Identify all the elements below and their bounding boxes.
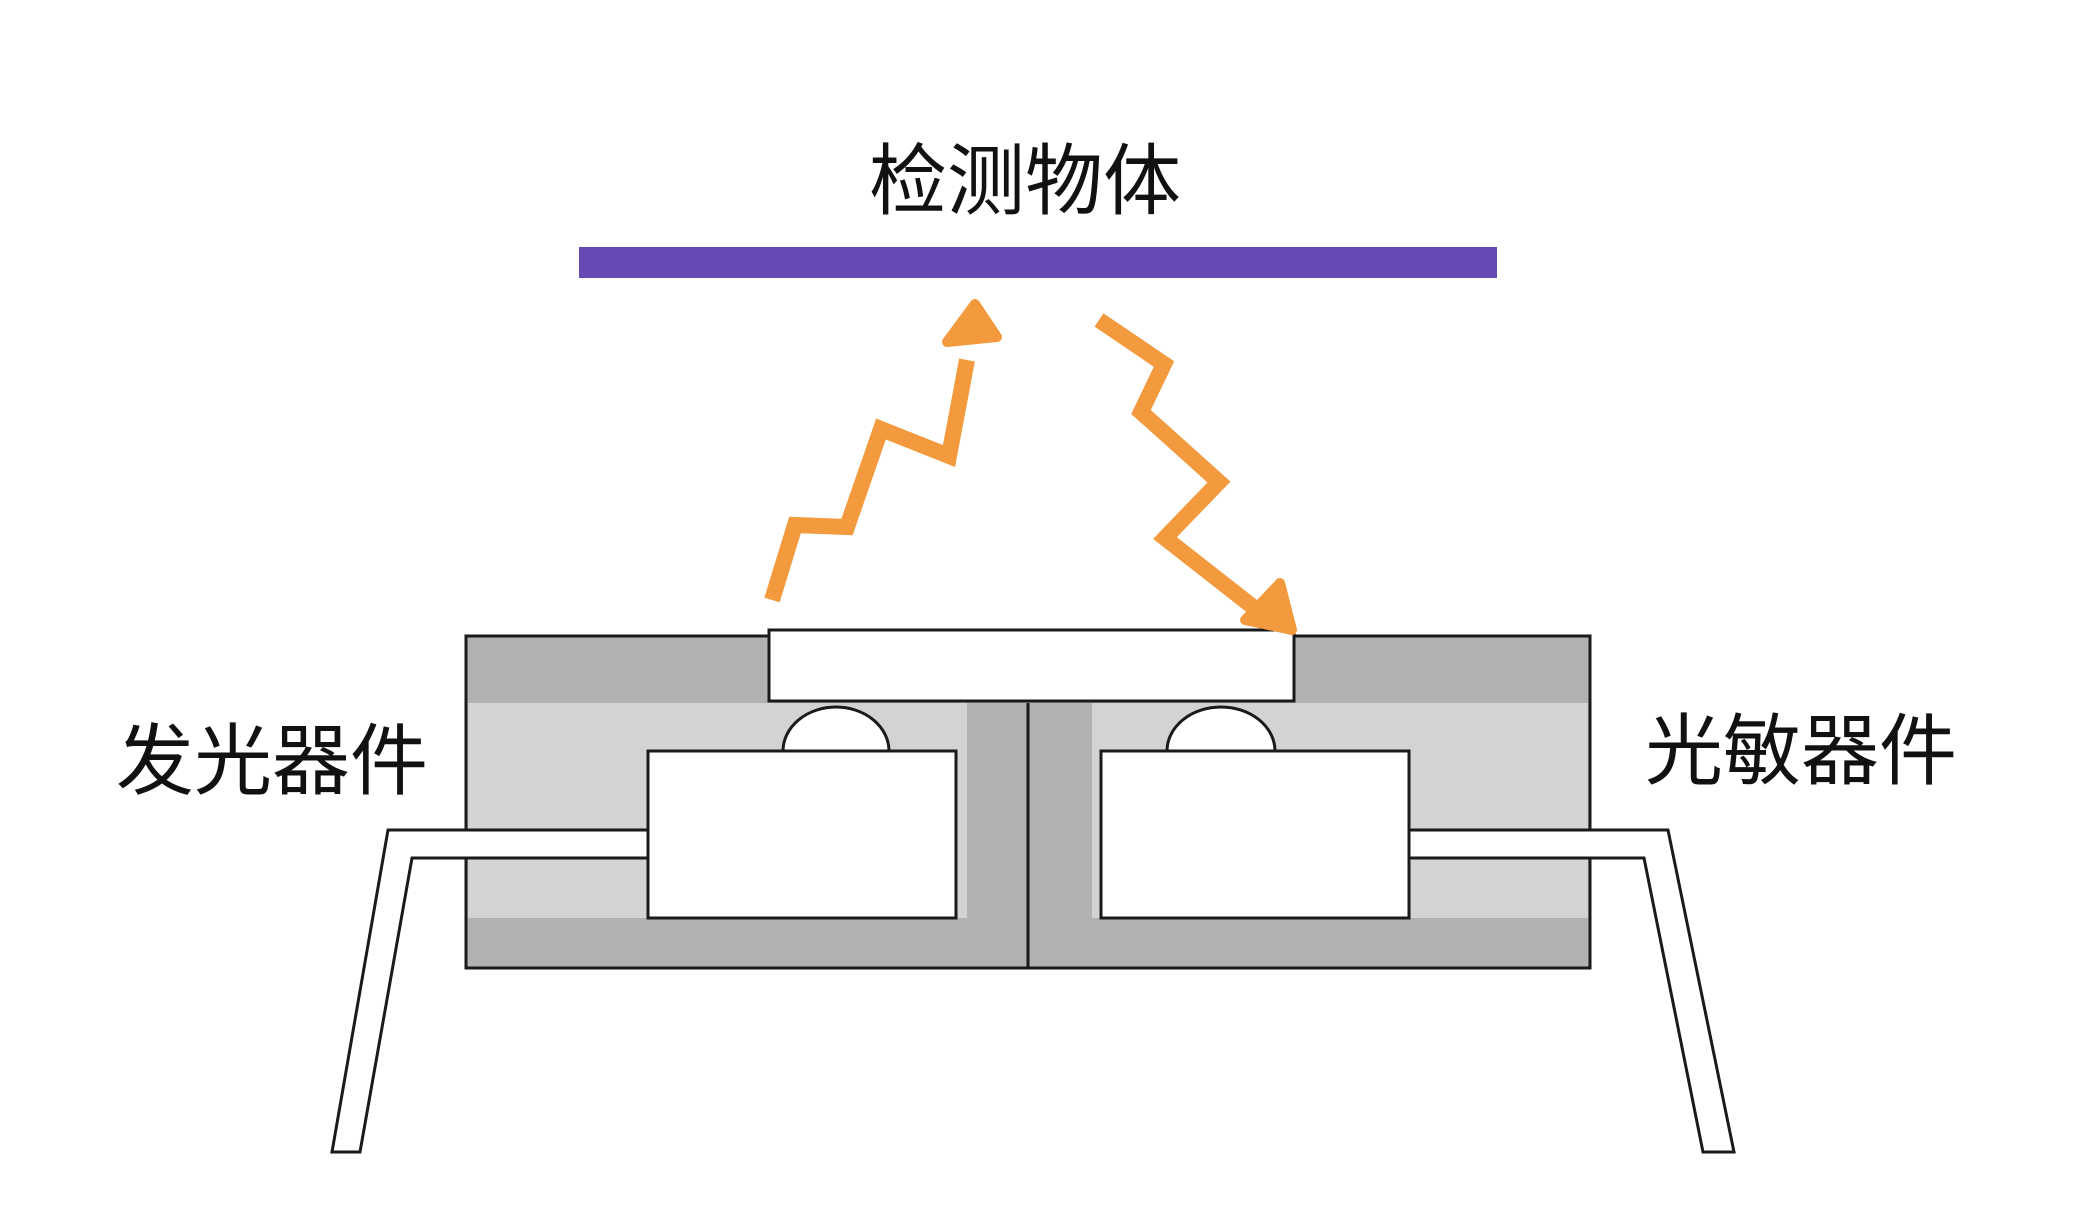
receiver-component	[1099, 705, 1411, 920]
emitted-light-icon	[764, 299, 1002, 603]
object-label: 检测物体	[869, 137, 1181, 227]
receiver-lens	[1165, 705, 1277, 753]
detected-object-bar	[579, 247, 1497, 278]
emitter-lens	[781, 705, 891, 753]
reflected-light-icon	[1094, 313, 1297, 635]
sensor-window	[767, 628, 1296, 703]
emitter-label: 发光器件	[116, 717, 428, 807]
emitter-component	[646, 705, 958, 920]
receiver-label: 光敏器件	[1645, 707, 1957, 797]
